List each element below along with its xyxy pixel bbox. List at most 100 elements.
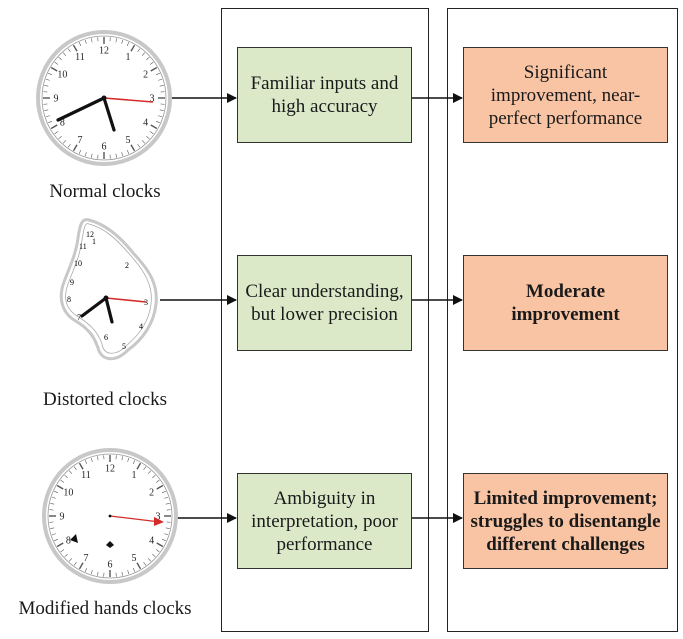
- clock-tick: [73, 466, 77, 471]
- clock-numeral: 11: [81, 470, 91, 481]
- clock-tick: [58, 56, 62, 61]
- clock-tick: [54, 131, 59, 135]
- clock-tick: [50, 66, 58, 72]
- clock-numeral: 12: [105, 464, 115, 475]
- clock-numeral: 11: [75, 52, 85, 63]
- clock-tick: [137, 143, 141, 148]
- clock-tick: [147, 470, 152, 474]
- clock-tick: [78, 149, 82, 154]
- clock-numeral: 10: [63, 488, 73, 499]
- clock-tick: [143, 561, 147, 566]
- distorted-numeral-1: 1: [92, 237, 96, 246]
- clock-tick: [126, 42, 130, 47]
- clock-tick: [90, 570, 93, 575]
- distorted-numeral-5: 5: [122, 342, 126, 351]
- clock-numeral: 12: [99, 46, 109, 57]
- clock-numeral: 4: [143, 118, 148, 129]
- clock-tick: [130, 144, 136, 152]
- clock-tick: [164, 496, 169, 499]
- clock-numeral: 10: [57, 70, 67, 81]
- clock-tick: [150, 66, 158, 72]
- clock-tick: [155, 479, 160, 483]
- clock-tick: [48, 72, 53, 76]
- clock-numeral: 6: [102, 142, 107, 153]
- clock-tick: [50, 503, 55, 505]
- clock-tick: [73, 561, 77, 566]
- clock-tick: [161, 538, 166, 542]
- clock-tick: [165, 527, 170, 529]
- clock-tick: [132, 567, 136, 572]
- clock-tick: [90, 457, 93, 462]
- clock-tick: [51, 496, 56, 499]
- clock-numeral: 4: [149, 536, 154, 547]
- clock-tick: [84, 152, 87, 157]
- clock-tick: [97, 571, 99, 576]
- clock-tick: [158, 115, 163, 118]
- clock-numeral: 5: [132, 553, 137, 564]
- clock-tick: [56, 484, 64, 490]
- clock-tick: [147, 558, 152, 562]
- distorted-numeral-10: 10: [74, 259, 82, 268]
- clock-tick: [62, 52, 67, 56]
- clock-tick: [44, 109, 49, 111]
- clock-numeral: 2: [149, 488, 154, 499]
- clock-tick: [56, 542, 64, 548]
- clock-tick: [54, 538, 59, 542]
- clock-tick: [45, 78, 50, 81]
- improvement-box-distorted: Moderate improvement: [463, 255, 668, 351]
- clock-tick: [137, 48, 141, 53]
- clock-tick: [143, 466, 147, 471]
- clock-numeral: 1: [132, 470, 137, 481]
- distorted-numeral-8: 8: [67, 295, 71, 304]
- clock-numeral: 8: [66, 536, 71, 547]
- clock-tick: [84, 460, 88, 465]
- clock-tick: [60, 479, 65, 483]
- clock-tick: [136, 462, 142, 470]
- distorted-numeral-4: 4: [139, 322, 143, 331]
- clock-tick: [115, 153, 117, 158]
- clock-tick: [149, 61, 154, 65]
- clock-numeral: 8: [60, 118, 65, 129]
- clock-tick: [84, 567, 88, 572]
- normal-clocks-caption: Normal clocks: [49, 181, 161, 202]
- distorted-numeral-2: 2: [125, 261, 129, 270]
- clock-tick: [156, 484, 164, 490]
- clock-tick: [130, 44, 136, 52]
- clock-numeral: 2: [143, 70, 148, 81]
- clock-tick: [64, 553, 68, 558]
- clock-tick: [150, 124, 158, 130]
- clock-tick: [127, 570, 130, 575]
- clock-tick: [62, 140, 67, 144]
- clock-tick: [64, 474, 68, 479]
- clock-tick: [132, 460, 136, 465]
- clock-numeral: 9: [54, 94, 59, 105]
- clock-tick: [84, 39, 87, 44]
- clock-tick: [72, 44, 78, 52]
- clock-tick: [51, 533, 56, 536]
- understanding-box-distorted: Clear understanding, but lower precision: [237, 255, 412, 351]
- clock-tick: [91, 38, 93, 43]
- middle-column-frame: [221, 8, 429, 632]
- distorted-numeral-11: 11: [79, 242, 87, 251]
- right-column-frame: [447, 8, 678, 632]
- clock-tick: [155, 549, 160, 553]
- clock-tick: [78, 42, 82, 47]
- clock-tick: [97, 456, 99, 461]
- clock-tick: [141, 52, 146, 56]
- improvement-box-modified: Limited improvement; struggles to disent…: [463, 473, 668, 569]
- clock-tick: [54, 490, 59, 494]
- clock-tick: [159, 109, 164, 111]
- clock-tick: [50, 124, 58, 130]
- clock-tick: [91, 153, 93, 158]
- clock-numeral: 7: [84, 553, 89, 564]
- clock-tick: [126, 149, 130, 154]
- understanding-box-normal: Familiar inputs and high accuracy: [237, 47, 412, 143]
- clock-tick: [121, 39, 124, 44]
- clock-tick: [67, 48, 71, 53]
- distorted-numeral-12: 12: [86, 230, 94, 239]
- clock-tick: [60, 549, 65, 553]
- clock-tick: [149, 131, 154, 135]
- clock-tick: [121, 571, 123, 576]
